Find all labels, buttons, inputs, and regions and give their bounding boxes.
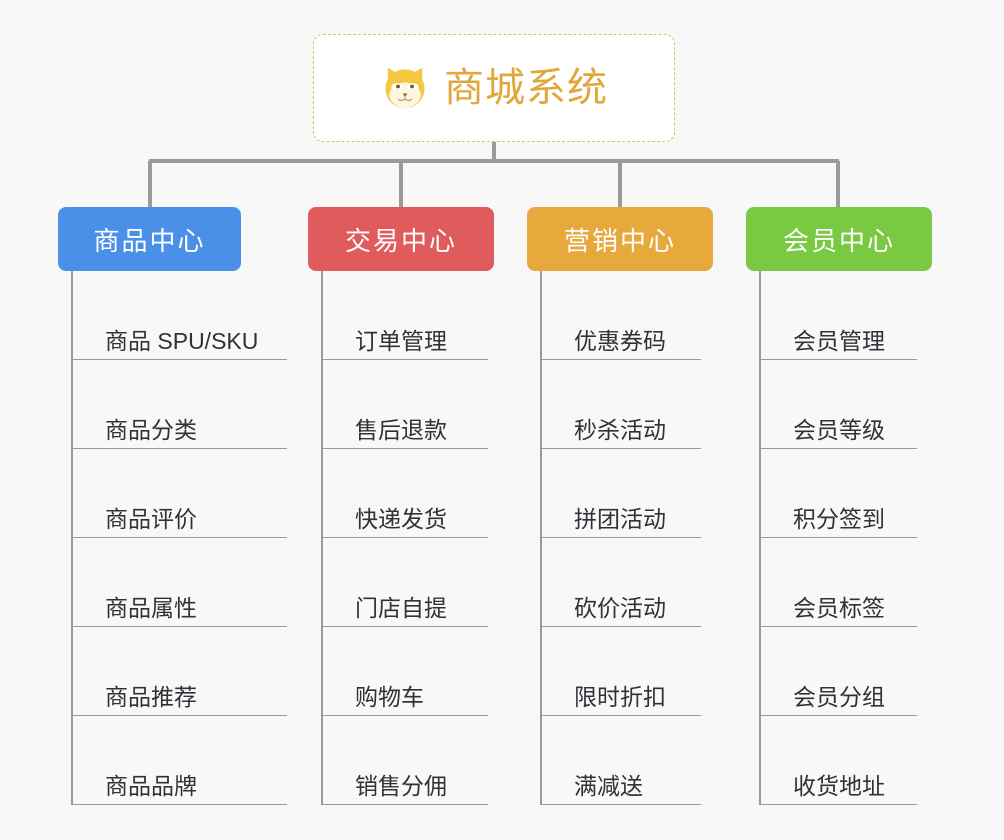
item-underline [321,358,488,360]
item-underline [759,358,917,360]
branch-header-huiyuan[interactable]: 会员中心 [746,207,932,271]
item-underline [71,803,287,805]
branch-header-label: 会员中心 [782,225,895,256]
branch-item-list: 优惠券码 秒杀活动 拼团活动 砍价活动 限时折扣 满减送 [540,271,713,805]
branch-item-label: 商品评价 [105,505,197,532]
branch-item-label: 秒杀活动 [574,416,666,443]
root-node[interactable]: 商城系统 [313,34,675,142]
item-underline [540,714,701,716]
branch-column-shangpin: 商品中心 商品 SPU/SKU 商品分类 商品评价 商品属性 商品推荐 [58,207,287,805]
branch-item-label: 收货地址 [793,772,885,799]
item-underline [71,714,287,716]
branch-item-label: 商品 SPU/SKU [105,327,259,354]
item-underline [540,447,701,449]
branch-header-label: 营销中心 [563,225,676,256]
item-underline [540,803,701,805]
branch-item-label: 优惠券码 [574,327,666,354]
item-underline [759,447,917,449]
branch-item[interactable]: 积分签到 [759,449,932,538]
branch-item[interactable]: 销售分佣 [321,716,494,805]
branch-item-label: 销售分佣 [355,772,447,799]
item-underline [759,536,917,538]
branch-item[interactable]: 会员标签 [759,538,932,627]
branch-item-label: 限时折扣 [574,683,666,710]
shiba-dog-icon [385,67,425,109]
item-underline [759,714,917,716]
branch-header-yingxiao[interactable]: 营销中心 [527,207,713,271]
branch-item-label: 砍价活动 [574,594,666,621]
item-underline [71,625,287,627]
branch-item[interactable]: 售后退款 [321,360,494,449]
branch-item[interactable]: 秒杀活动 [540,360,713,449]
branch-item-label: 商品分类 [105,416,197,443]
branch-item-list: 商品 SPU/SKU 商品分类 商品评价 商品属性 商品推荐 商品品牌 [71,271,287,805]
branch-item[interactable]: 满减送 [540,716,713,805]
branch-item[interactable]: 商品推荐 [71,627,287,716]
branch-item[interactable]: 快递发货 [321,449,494,538]
branch-item-list: 订单管理 售后退款 快递发货 门店自提 购物车 销售分佣 [321,271,494,805]
branch-trunk-line [71,271,73,805]
branch-item-label: 商品推荐 [105,683,197,710]
branch-item[interactable]: 商品分类 [71,360,287,449]
branch-header-label: 商品中心 [93,225,206,256]
branch-item[interactable]: 收货地址 [759,716,932,805]
branch-item[interactable]: 订单管理 [321,271,494,360]
branch-item[interactable]: 商品品牌 [71,716,287,805]
branch-column-huiyuan: 会员中心 会员管理 会员等级 积分签到 会员标签 会员分组 [746,207,932,805]
branch-item-list: 会员管理 会员等级 积分签到 会员标签 会员分组 收货地址 [759,271,932,805]
branch-item-label: 会员标签 [793,594,885,621]
branch-item-label: 满减送 [574,772,643,799]
branch-item-label: 积分签到 [793,505,885,532]
branch-item-label: 购物车 [355,683,424,710]
branch-column-yingxiao: 营销中心 优惠券码 秒杀活动 拼团活动 砍价活动 限时折扣 [527,207,713,805]
branch-item[interactable]: 会员等级 [759,360,932,449]
branch-header-jiaoyi[interactable]: 交易中心 [308,207,494,271]
branch-item-label: 会员管理 [793,327,885,354]
branch-item[interactable]: 会员分组 [759,627,932,716]
branch-trunk-line [759,271,761,805]
branch-item[interactable]: 商品 SPU/SKU [71,271,287,360]
branch-header-shangpin[interactable]: 商品中心 [58,207,241,271]
branch-item[interactable]: 门店自提 [321,538,494,627]
branch-item[interactable]: 会员管理 [759,271,932,360]
item-underline [540,536,701,538]
branch-item-label: 订单管理 [355,327,447,354]
item-underline [71,536,287,538]
branch-column-jiaoyi: 交易中心 订单管理 售后退款 快递发货 门店自提 购物车 [308,207,494,805]
branch-item-label: 商品属性 [105,594,197,621]
branch-header-label: 交易中心 [344,225,457,256]
item-underline [759,625,917,627]
root-title: 商城系统 [444,66,608,110]
branch-item-label: 会员分组 [793,683,885,710]
branch-item[interactable]: 商品评价 [71,449,287,538]
branch-item-label: 会员等级 [793,416,885,443]
branch-item[interactable]: 限时折扣 [540,627,713,716]
branch-item-label: 商品品牌 [105,772,197,799]
branch-item[interactable]: 商品属性 [71,538,287,627]
branch-item[interactable]: 购物车 [321,627,494,716]
branch-item[interactable]: 优惠券码 [540,271,713,360]
item-underline [540,358,701,360]
branch-item-label: 快递发货 [355,505,447,532]
item-underline [71,358,287,360]
item-underline [321,803,488,805]
branch-item[interactable]: 拼团活动 [540,449,713,538]
item-underline [540,625,701,627]
branch-item-label: 售后退款 [355,416,447,443]
item-underline [321,536,488,538]
item-underline [759,803,917,805]
branch-item-label: 拼团活动 [574,505,666,532]
item-underline [321,447,488,449]
branch-item[interactable]: 砍价活动 [540,538,713,627]
item-underline [321,714,488,716]
branch-trunk-line [540,271,542,805]
item-underline [321,625,488,627]
branch-item-label: 门店自提 [355,594,447,621]
item-underline [71,447,287,449]
branch-trunk-line [321,271,323,805]
